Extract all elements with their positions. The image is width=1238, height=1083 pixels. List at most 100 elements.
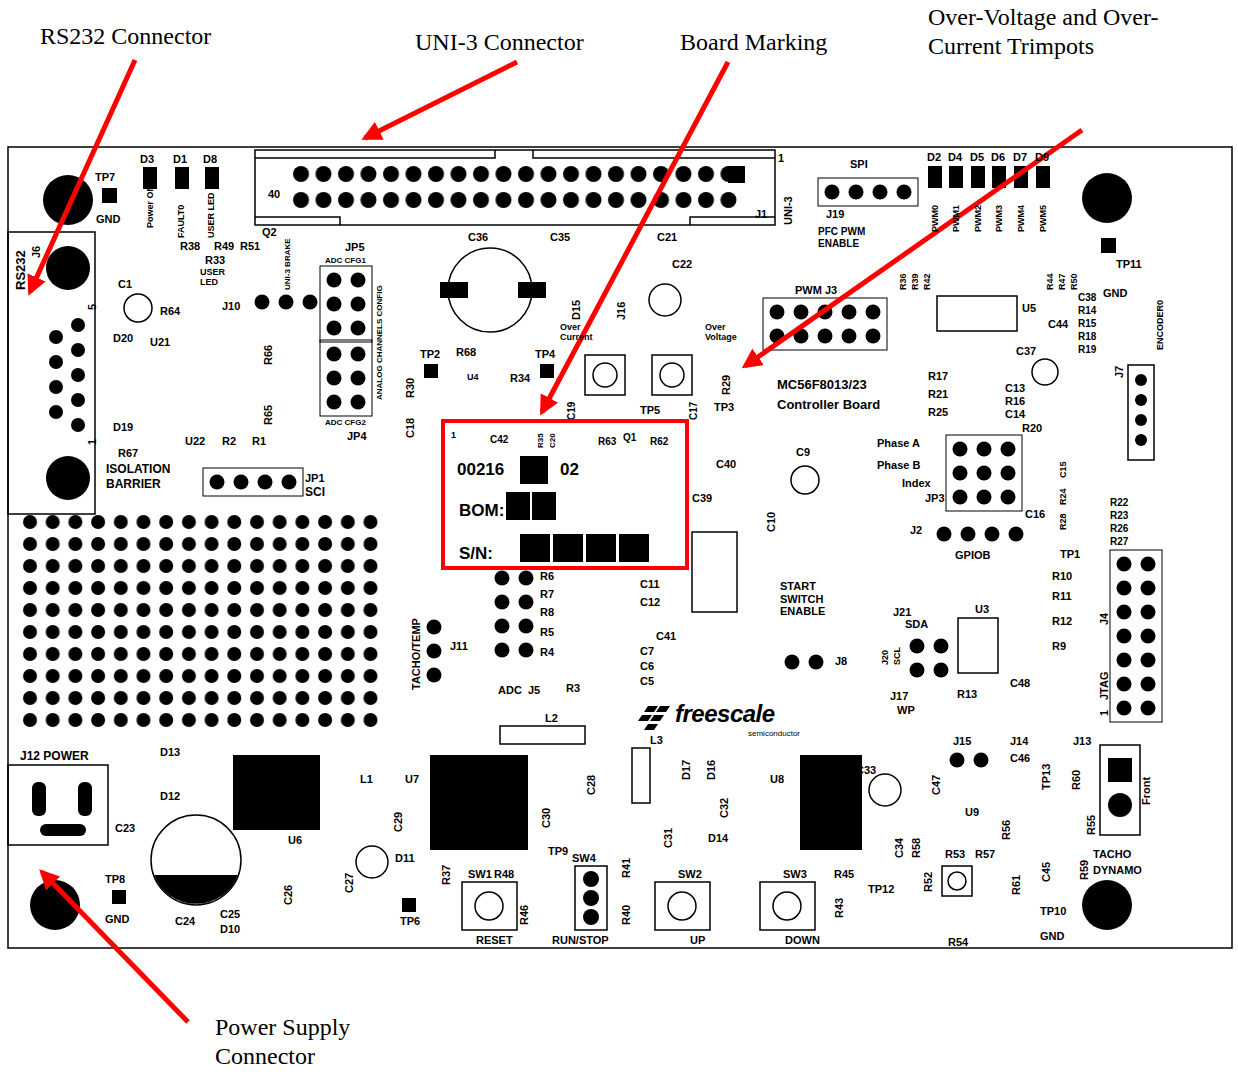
silkscreen-label: J21: [893, 606, 911, 619]
silkscreen-label: C24: [175, 915, 195, 928]
silkscreen-label: R22: [1110, 497, 1128, 509]
silkscreen-label: R16: [1005, 395, 1025, 408]
silkscreen-label: J20: [880, 650, 890, 665]
logo-mark: [656, 706, 670, 712]
header-outline: [818, 178, 918, 206]
silkscreen-label: ADC: [498, 684, 522, 697]
led: [949, 166, 963, 188]
led: [971, 166, 985, 188]
regulator-ic: [800, 755, 862, 850]
marking-text: S/N:: [459, 544, 493, 564]
silkscreen-label: JP4: [347, 430, 367, 443]
silkscreen-label: TP2: [420, 348, 440, 361]
silkscreen-label: R24: [1058, 488, 1068, 505]
silkscreen-label: D11: [395, 852, 415, 865]
test-point: [1101, 238, 1116, 253]
silkscreen-label: Front: [1140, 777, 1153, 805]
marking-square: [506, 492, 530, 520]
silkscreen-label: J1: [755, 208, 767, 221]
callout-arrow: [542, 62, 728, 412]
silkscreen-label: R7: [540, 588, 554, 601]
silkscreen-label: R50: [1069, 273, 1079, 290]
header-pins: [905, 634, 953, 682]
jack-pin: [40, 824, 86, 836]
silkscreen-label: D10: [220, 923, 240, 936]
silkscreen-label: C42: [490, 434, 508, 446]
silkscreen-label: J8: [835, 655, 847, 668]
silkscreen-label: 5: [86, 304, 99, 310]
silkscreen-label: D13: [160, 746, 180, 759]
silkscreen-label: C19: [566, 402, 578, 420]
silkscreen-label: D12: [160, 790, 180, 803]
trimpot: [948, 872, 966, 890]
silkscreen-label: J17: [890, 690, 908, 703]
silkscreen-label: 1: [778, 152, 784, 165]
push-button: [773, 892, 801, 920]
mount-hole: [1082, 880, 1132, 930]
silkscreen-label: RESET: [476, 934, 513, 947]
callout-label: Power Supply Connector: [215, 1013, 365, 1071]
silkscreen-label: C29: [392, 812, 405, 832]
silkscreen-label: MC56F8013/23: [777, 378, 867, 393]
connector-outline: [255, 150, 775, 225]
db9-pin: [49, 380, 63, 394]
marking-square: [520, 456, 548, 484]
capacitor: [649, 284, 681, 316]
capacitor-polarity: [154, 875, 238, 904]
silkscreen-label: R45: [834, 868, 854, 881]
db9-pin: [49, 330, 63, 344]
test-point: [540, 364, 554, 378]
silkscreen-label: C16: [1025, 508, 1045, 521]
silkscreen-label: TP10: [1040, 905, 1066, 918]
silkscreen-label: RUN/STOP: [552, 934, 609, 947]
silkscreen-label: TP3: [714, 401, 734, 414]
silkscreen-label: C1: [118, 278, 132, 291]
silkscreen-label: DOWN: [785, 934, 820, 947]
marking-square: [520, 534, 550, 562]
db9-pin: [49, 355, 63, 369]
silkscreen-label: R43: [833, 898, 846, 918]
switch-pin: [583, 909, 599, 925]
silkscreen-label: D14: [708, 832, 728, 845]
silkscreen-label: C28: [585, 775, 598, 795]
silkscreen-label: R15: [1078, 318, 1096, 330]
silkscreen-label: UNI-3 BRAKE: [283, 238, 292, 290]
marking-text: 02: [560, 460, 579, 480]
marking-square: [586, 534, 616, 562]
silkscreen-label: J14: [1010, 735, 1028, 748]
led: [205, 167, 219, 189]
silkscreen-label: GND: [96, 213, 120, 226]
silkscreen-label: C14: [1005, 408, 1025, 421]
mount-hole: [43, 175, 93, 225]
silkscreen-label: R52: [922, 872, 935, 892]
push-button: [655, 882, 710, 930]
silkscreen-label: R14: [1078, 305, 1096, 317]
silkscreen-label: C20: [548, 433, 557, 448]
db9-pin: [71, 318, 85, 332]
silkscreen-label: J11: [450, 640, 468, 653]
trimpot: [660, 363, 684, 387]
silkscreen-label: D8: [203, 153, 217, 166]
silkscreen-label: J7: [1113, 366, 1126, 378]
header-pins: [322, 268, 370, 340]
callout-arrow: [745, 130, 1082, 366]
silkscreen-label: J15: [953, 735, 971, 748]
silkscreen-label: R17: [928, 370, 948, 383]
silkscreen-label: C36: [468, 231, 488, 244]
led: [928, 166, 942, 188]
marking-square: [532, 492, 556, 520]
silkscreen-label: WP: [897, 704, 915, 717]
brand-logo: semiconductor: [748, 729, 800, 738]
silkscreen-label: R26: [1110, 523, 1128, 535]
silkscreen-label: FAULT0: [176, 205, 186, 238]
header-outline: [320, 340, 372, 416]
silkscreen-label: J19: [826, 208, 844, 221]
silkscreen-label: 1: [451, 430, 456, 440]
silkscreen-label: ISOLATION: [106, 463, 170, 477]
callout-arrow: [42, 872, 188, 1022]
silkscreen-label: C22: [672, 258, 692, 271]
silkscreen-label: U4: [467, 372, 479, 382]
silkscreen-label: R1: [252, 435, 266, 448]
silkscreen-label: TP1: [1060, 548, 1080, 561]
header-outline: [203, 468, 303, 496]
